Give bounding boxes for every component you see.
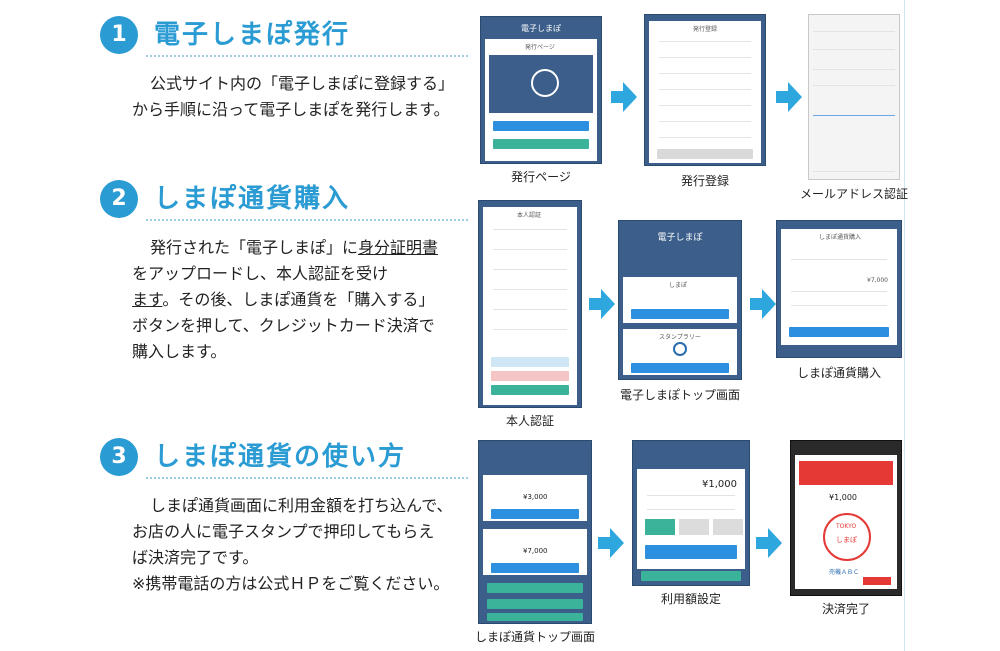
issue-button[interactable] (493, 121, 589, 131)
caption-purchase: しまぽ通貨購入 (796, 366, 881, 380)
step-2-divider (146, 219, 468, 221)
stamp-shimapo-label: しまぽ (836, 536, 857, 544)
stamp-tokyo-label: TOKYO (836, 523, 857, 530)
menu-button[interactable] (487, 613, 583, 621)
caption-issue-page: 発行ページ (511, 170, 571, 184)
shimapo-label: しまぽ (669, 282, 688, 289)
warning-banner (491, 371, 569, 381)
app-header: 電子しまぽ (657, 232, 703, 243)
caption-currency-top: しまぽ通貨トップ画面 (474, 630, 595, 644)
register-submit-button[interactable] (657, 149, 753, 159)
menu-button[interactable] (487, 583, 583, 593)
step-3-desc-line-3: ば決済完了です。 (132, 548, 259, 567)
purchase-amount: ¥7,000 (867, 277, 888, 284)
step-2-number: 2 (100, 180, 138, 218)
step-3-desc-line-2: お店の人に電子スタンプで押印してもらえ (132, 522, 435, 541)
identity-verify-screenshot: 本人認証 (478, 200, 582, 408)
balance-7000: ¥7,000 (523, 547, 548, 555)
step-2-desc-line-4: ボタンを押して、クレジットカード決済で (132, 316, 435, 335)
step-2-desc-line-3: ます。その後、しまぽ通貨を「購入する」 (132, 290, 435, 309)
flow-arrow-icon (589, 289, 615, 319)
app-header: 電子しまぽ (521, 23, 561, 33)
caption-register: 発行登録 (680, 174, 729, 188)
step-1-desc-line-2: から手順に沿って電子しまぽを発行します。 (132, 100, 450, 119)
payment-complete-screenshot: ¥1,000 TOKYO しまぽ 売機ＡＢＣ (790, 440, 902, 596)
stamp-logo (531, 69, 559, 97)
purchase-title: しまぽ通貨購入 (819, 234, 862, 241)
shop-name: 売機ＡＢＣ (829, 569, 860, 576)
flow-arrow-icon (750, 289, 776, 319)
upload-button[interactable] (491, 385, 569, 395)
caption-identity-verify: 本人認証 (505, 414, 554, 428)
use-button[interactable] (491, 563, 579, 573)
info-banner (491, 357, 569, 367)
menu-button[interactable] (487, 599, 583, 609)
purchase-screenshot: しまぽ通貨購入 ¥7,000 (776, 220, 902, 358)
stamp-rally-button[interactable] (631, 363, 729, 373)
caption-payment-complete: 決済完了 (821, 602, 870, 616)
balance-3000: ¥3,000 (523, 493, 548, 501)
issue-page-screenshot: 電子しまぽ 発行ページ (480, 16, 602, 164)
use-button[interactable] (491, 509, 579, 519)
currency-top-screenshot: ¥3,000 ¥7,000 (478, 440, 592, 624)
complete-alert-banner (799, 461, 893, 485)
card-pay-button[interactable] (789, 327, 889, 337)
step-2-desc-line-2: をアップロードし、本人認証を受け (132, 264, 389, 283)
caption-shimapo-top: 電子しまぽトップ画面 (619, 388, 740, 402)
flow-arrow-icon (776, 82, 802, 112)
step-1-divider (146, 55, 468, 57)
close-button[interactable] (863, 577, 891, 585)
flow-arrow-icon (756, 528, 782, 558)
step-3-desc-line-4: ※携帯電話の方は公式ＨＰをご覧ください。 (132, 574, 450, 593)
flow-arrow-icon (598, 528, 624, 558)
keypad-key[interactable] (713, 519, 743, 535)
amount-value: ¥1,000 (702, 479, 737, 490)
caption-amount-setting: 利用額設定 (660, 592, 721, 606)
keypad-key[interactable] (645, 519, 675, 535)
payment-stamp: TOKYO しまぽ (823, 513, 871, 561)
stamp-icon (673, 342, 687, 356)
purchase-button[interactable] (631, 309, 729, 319)
issue-page-title: 発行ページ (525, 44, 555, 51)
step-2-desc-line-5: 購入します。 (132, 342, 227, 361)
step-3-divider (146, 477, 468, 479)
login-button[interactable] (493, 139, 589, 149)
email-verify-screenshot (808, 14, 900, 180)
flow-arrow-icon (611, 82, 637, 112)
step-1-title: 電子しまぽ発行 (154, 20, 351, 50)
keypad-key[interactable] (679, 519, 709, 535)
confirm-button[interactable] (645, 545, 737, 559)
verify-title: 本人認証 (517, 212, 542, 219)
stamp-rally-label: スタンプラリー (659, 334, 701, 341)
issue-hero-panel (489, 55, 593, 113)
register-title: 発行登録 (693, 26, 718, 33)
register-screenshot: 発行登録 (644, 14, 766, 166)
step-3-desc-line-1: しまぽ通貨画面に利用金額を打ち込んで、 (150, 496, 453, 515)
step-1-desc-line-1: 公式サイト内の「電子しまぽに登録する」 (150, 74, 455, 93)
step-1-number: 1 (100, 16, 138, 54)
amount-setting-screenshot: ¥1,000 (632, 440, 750, 586)
step-3-number: 3 (100, 438, 138, 476)
caption-email-verify: メールアドレス認証 (799, 187, 908, 201)
step-3-title: しまぽ通貨の使い方 (154, 442, 407, 472)
step-2-title: しまぽ通貨購入 (154, 184, 351, 214)
paid-amount: ¥1,000 (829, 493, 857, 502)
back-button[interactable] (641, 571, 741, 581)
step-2-desc-line-1: 発行された「電子しまぽ」に身分証明書 (150, 238, 439, 257)
right-divider-line (904, 0, 905, 651)
shimapo-top-screenshot: 電子しまぽ しまぽ スタンプラリー (618, 220, 742, 380)
